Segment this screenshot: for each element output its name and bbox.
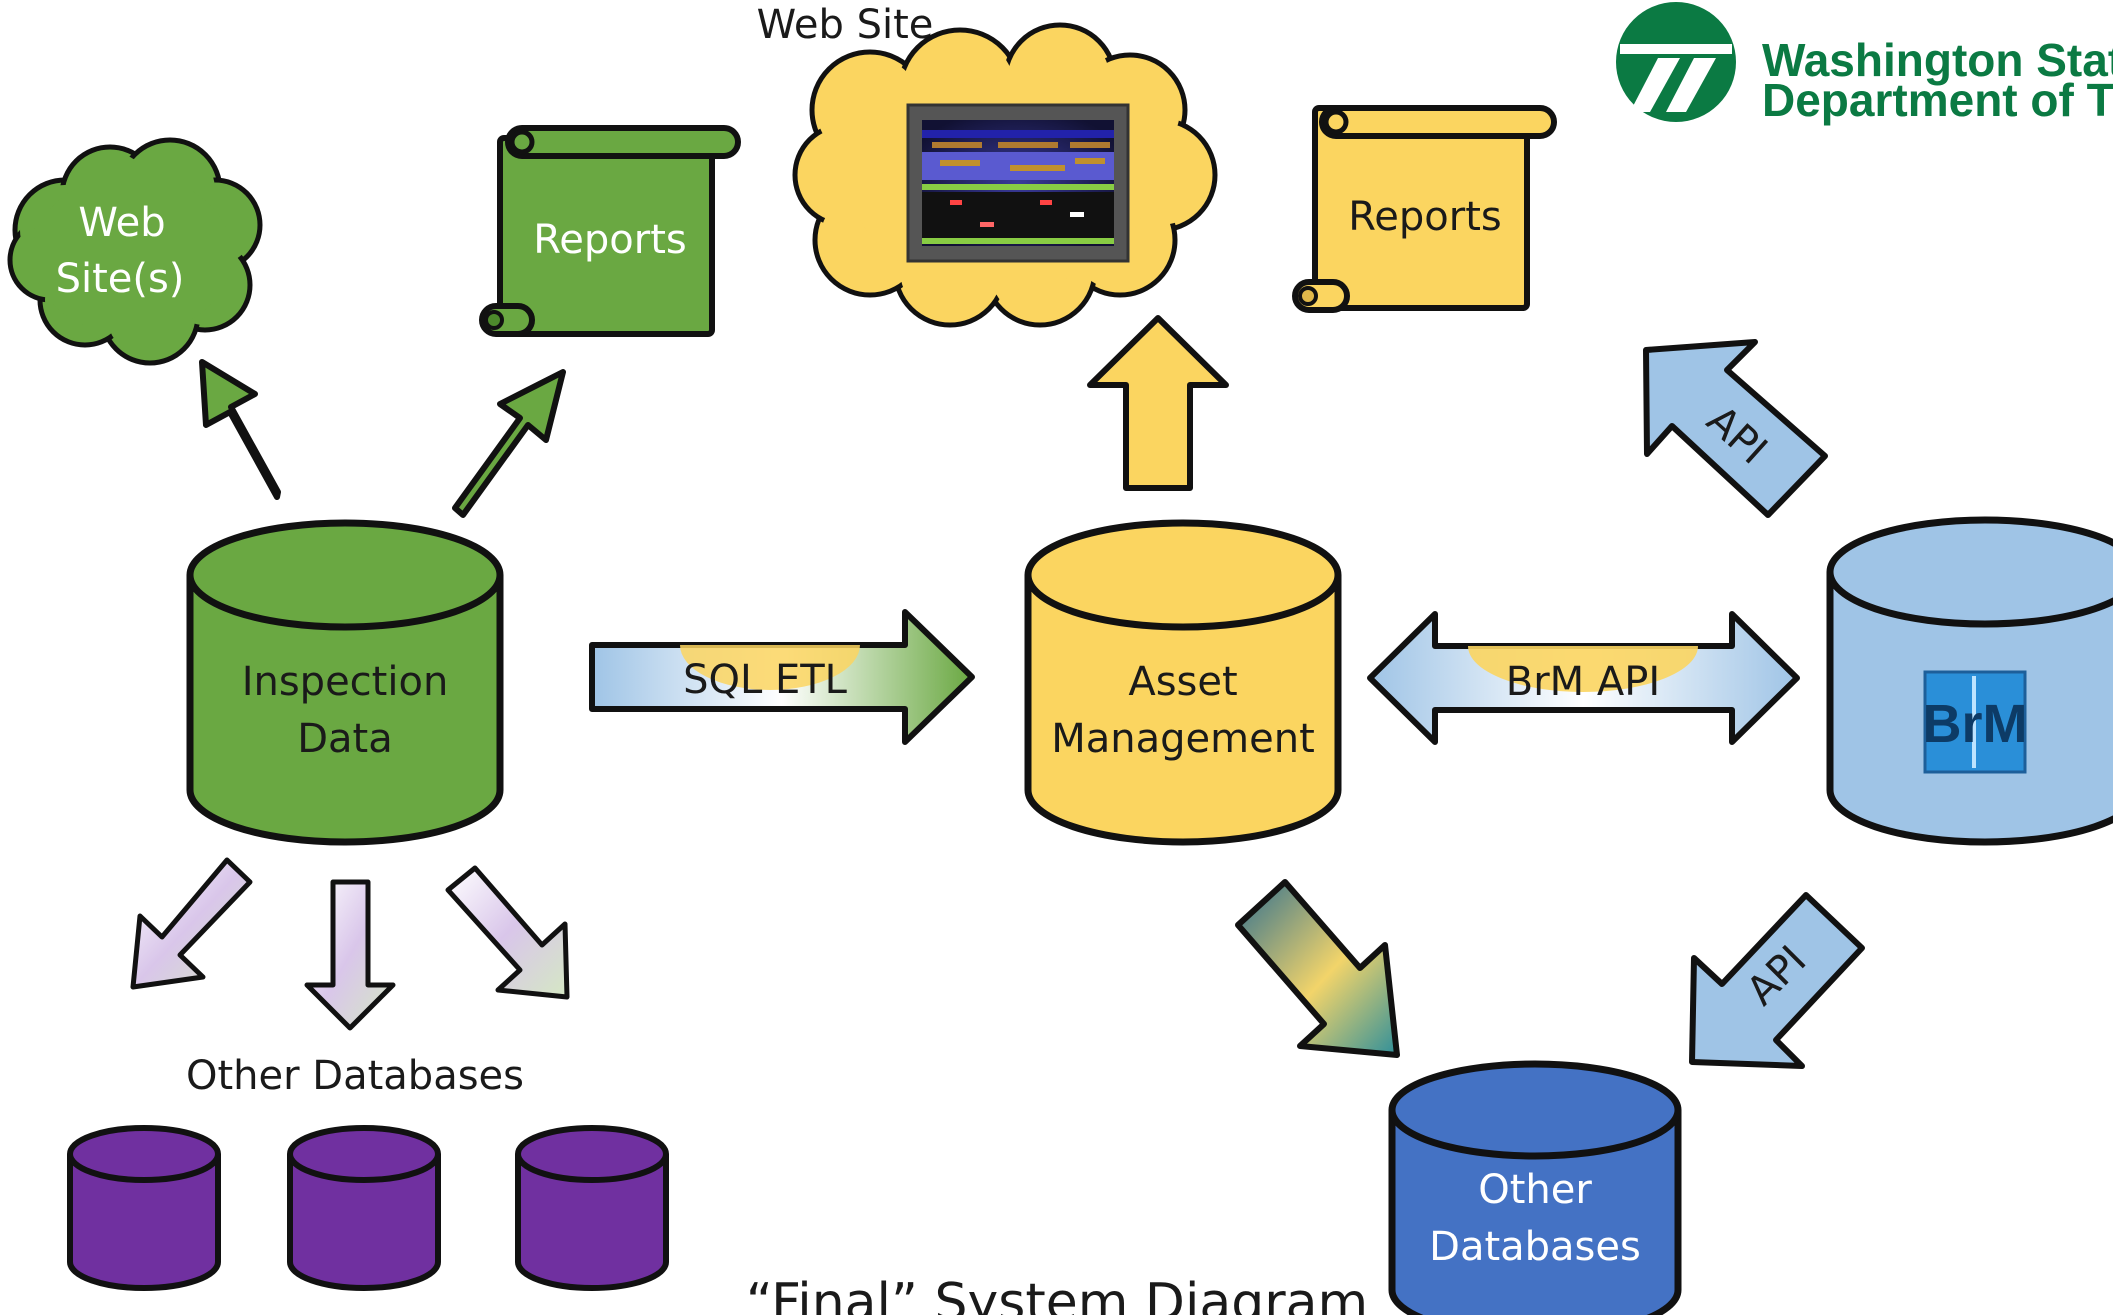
other-databases-label-1: Other: [1478, 1167, 1592, 1213]
reports-yellow-scroll: Reports: [1292, 105, 1557, 313]
web-site-cloud: Web Site: [757, 2, 1218, 328]
brm-api-arrow: BrM API: [1367, 611, 1800, 745]
brm-db: BrM: [1826, 516, 2113, 846]
brm-api-label: BrM API: [1506, 659, 1660, 705]
arrow-to-purple-db-3: [445, 865, 570, 1000]
arrow-to-web-sites: [199, 359, 281, 500]
purple-db-1: [67, 1125, 221, 1291]
web-sites-cloud: Web Site(s): [7, 137, 263, 366]
reports-green-label: Reports: [533, 217, 686, 263]
arrow-to-purple-db-2: [304, 879, 396, 1031]
other-databases-db: Other Databases: [1388, 1060, 1682, 1315]
wsdot-logo-text-2: Department of Transportation: [1762, 74, 2113, 126]
purple-db-3: [515, 1125, 669, 1291]
asset-management-label-1: Asset: [1128, 659, 1237, 705]
sql-etl-arrow: SQL ETL: [589, 609, 975, 745]
brm-logo-text: BrM: [1923, 694, 2028, 754]
inspection-data-db: Inspection Data: [186, 519, 504, 846]
arrow-to-other-databases: [1235, 879, 1400, 1058]
arrow-to-reports-green: [452, 369, 566, 518]
api-arrow-top: API: [1643, 339, 1828, 518]
reports-yellow-label: Reports: [1348, 194, 1501, 240]
arrow-to-web-site: [1087, 315, 1229, 491]
web-site-label: Web Site: [757, 2, 934, 48]
wsdot-logo-text-1: Washington State: [1762, 34, 2113, 86]
arrow-to-purple-db-1: [130, 857, 253, 990]
reports-green-scroll: Reports: [479, 125, 741, 337]
asset-management-db: Asset Management: [1024, 519, 1342, 846]
diagram-title: “Final” System Diagram: [746, 1273, 1368, 1315]
other-databases-group-label: Other Databases: [186, 1053, 524, 1099]
other-databases-label-2: Databases: [1429, 1224, 1641, 1270]
web-sites-label-1: Web: [78, 200, 165, 246]
sql-etl-label: SQL ETL: [683, 657, 848, 703]
purple-db-2: [287, 1125, 441, 1291]
inspection-data-label-2: Data: [297, 716, 393, 762]
asset-management-label-2: Management: [1051, 716, 1315, 762]
inspection-data-label-1: Inspection: [242, 659, 449, 705]
web-sites-label-2: Site(s): [56, 256, 185, 302]
wsdot-logo: Washington State Department of Transport…: [1616, 2, 2113, 126]
web-site-screenshot: [906, 103, 1130, 263]
api-arrow-bottom: API: [1689, 892, 1865, 1069]
